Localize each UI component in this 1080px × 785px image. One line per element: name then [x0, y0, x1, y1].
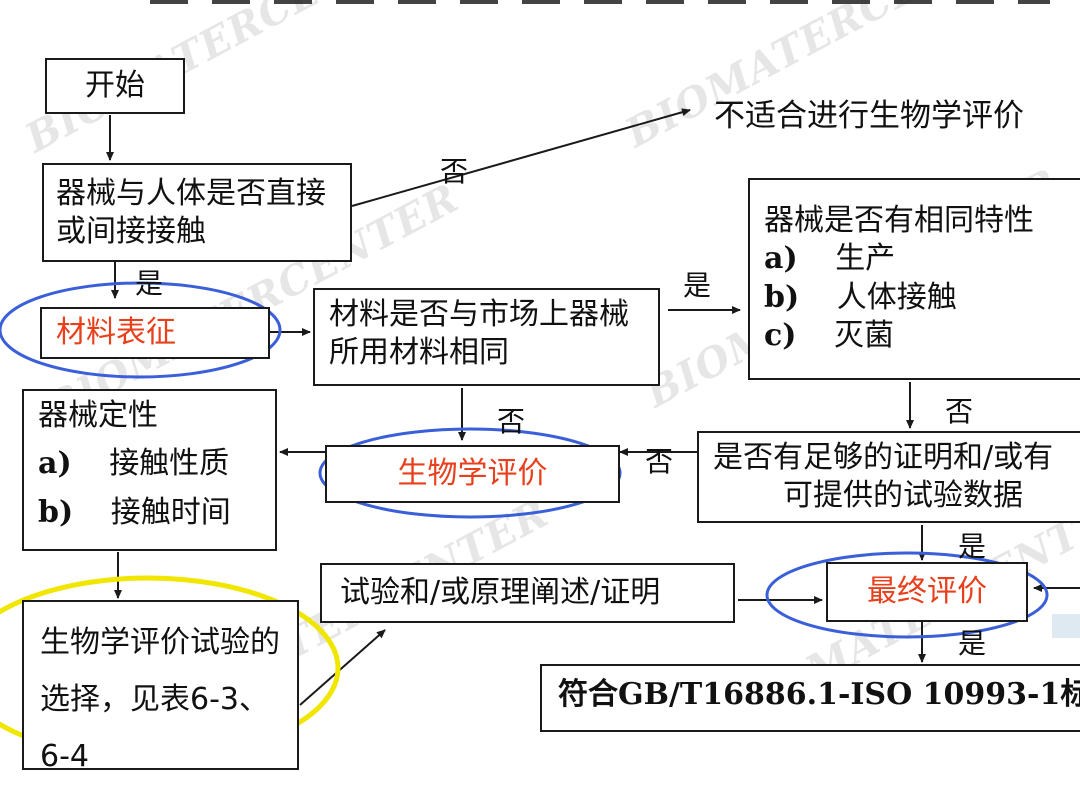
- material-characterization-label: 材料表征: [56, 314, 176, 350]
- not-suitable-label: 不适合进行生物学评价: [714, 98, 1024, 134]
- test-selection-label: 生物学评价试验的选择，见表6-3、6-4: [40, 625, 280, 774]
- final-evaluation-label: 最终评价: [867, 573, 987, 609]
- list-text: 接触性质: [109, 446, 230, 482]
- arrow-testselect-to-testdesc: [299, 629, 386, 706]
- list-text: 生产: [835, 241, 896, 277]
- right-edge-decoration: [1052, 614, 1080, 638]
- final-evaluation-box: 最终评价: [826, 562, 1028, 622]
- highlight-ellipse-material: [0, 281, 282, 379]
- list-text: 接触时间: [110, 494, 231, 530]
- list-marker: c): [764, 318, 797, 354]
- list-text: 灭菌: [834, 318, 895, 354]
- same-material-question-box: 材料是否与市场上器械所用材料相同: [313, 288, 660, 386]
- enough-proof-box: 是否有足够的证明和/或有 可提供的试验数据: [697, 431, 1080, 523]
- device-definition-box: 器械定性 a) 接触性质 b) 接触时间: [22, 389, 277, 551]
- arrow-contact-to-not-suitable: [351, 108, 691, 207]
- contact-question-label: 器械与人体是否直接或间接接触: [56, 176, 326, 250]
- list-item: a) 生产: [764, 240, 1074, 278]
- no-label: 否: [645, 445, 674, 478]
- cropped-heading-fragment: [150, 0, 1050, 4]
- list-marker: a): [38, 446, 72, 482]
- biological-evaluation-box: 生物学评价: [325, 445, 620, 503]
- yes-label: 是: [135, 267, 164, 300]
- list-item: b) 人体接触: [764, 279, 1074, 317]
- conform-standard-box: 符合GB/T16886.1-ISO 10993-1标准: [540, 664, 1080, 732]
- highlight-ellipse-final: [765, 551, 1049, 639]
- highlight-ellipse-testselect: [0, 575, 341, 751]
- yes-label: 是: [958, 530, 987, 563]
- list-item: b) 接触时间: [38, 494, 261, 532]
- enough-proof-line2: 可提供的试验数据: [783, 478, 1023, 514]
- yes-label: 是: [958, 627, 987, 660]
- no-label: 否: [945, 395, 974, 428]
- no-label: 否: [440, 155, 469, 188]
- yes-label: 是: [683, 269, 712, 302]
- list-marker: a): [764, 241, 798, 277]
- list-marker: b): [38, 494, 74, 530]
- list-item: a) 接触性质: [38, 445, 261, 483]
- same-properties-title: 器械是否有相同特性: [764, 203, 1034, 238]
- no-label: 否: [497, 405, 526, 438]
- list-marker: b): [764, 279, 800, 315]
- test-selection-box: 生物学评价试验的选择，见表6-3、6-4: [22, 600, 299, 774]
- highlight-ellipse-bioeval: [318, 427, 622, 519]
- same-properties-box: 器械是否有相同特性 a) 生产 b) 人体接触 c) 灭菌: [748, 178, 1080, 380]
- flowchart-connectors: [0, 108, 1080, 751]
- same-material-question-label: 材料是否与市场上器械所用材料相同: [329, 297, 629, 371]
- list-text: 人体接触: [836, 279, 957, 315]
- contact-question-box: 器械与人体是否直接或间接接触: [42, 163, 352, 262]
- biological-evaluation-label: 生物学评价: [397, 455, 548, 491]
- list-item: c) 灭菌: [764, 317, 1074, 355]
- start-box: 开始: [45, 58, 185, 114]
- start-label: 开始: [85, 67, 145, 103]
- test-description-box: 试验和/或原理阐述/证明: [320, 563, 735, 623]
- enough-proof-line1: 是否有足够的证明和/或有: [713, 440, 1054, 475]
- test-description-label: 试验和/或原理阐述/证明: [340, 574, 661, 610]
- material-characterization-box: 材料表征: [40, 307, 270, 359]
- device-definition-title: 器械定性: [38, 398, 158, 433]
- conform-standard-label: 符合GB/T16886.1-ISO 10993-1标准: [558, 677, 1080, 712]
